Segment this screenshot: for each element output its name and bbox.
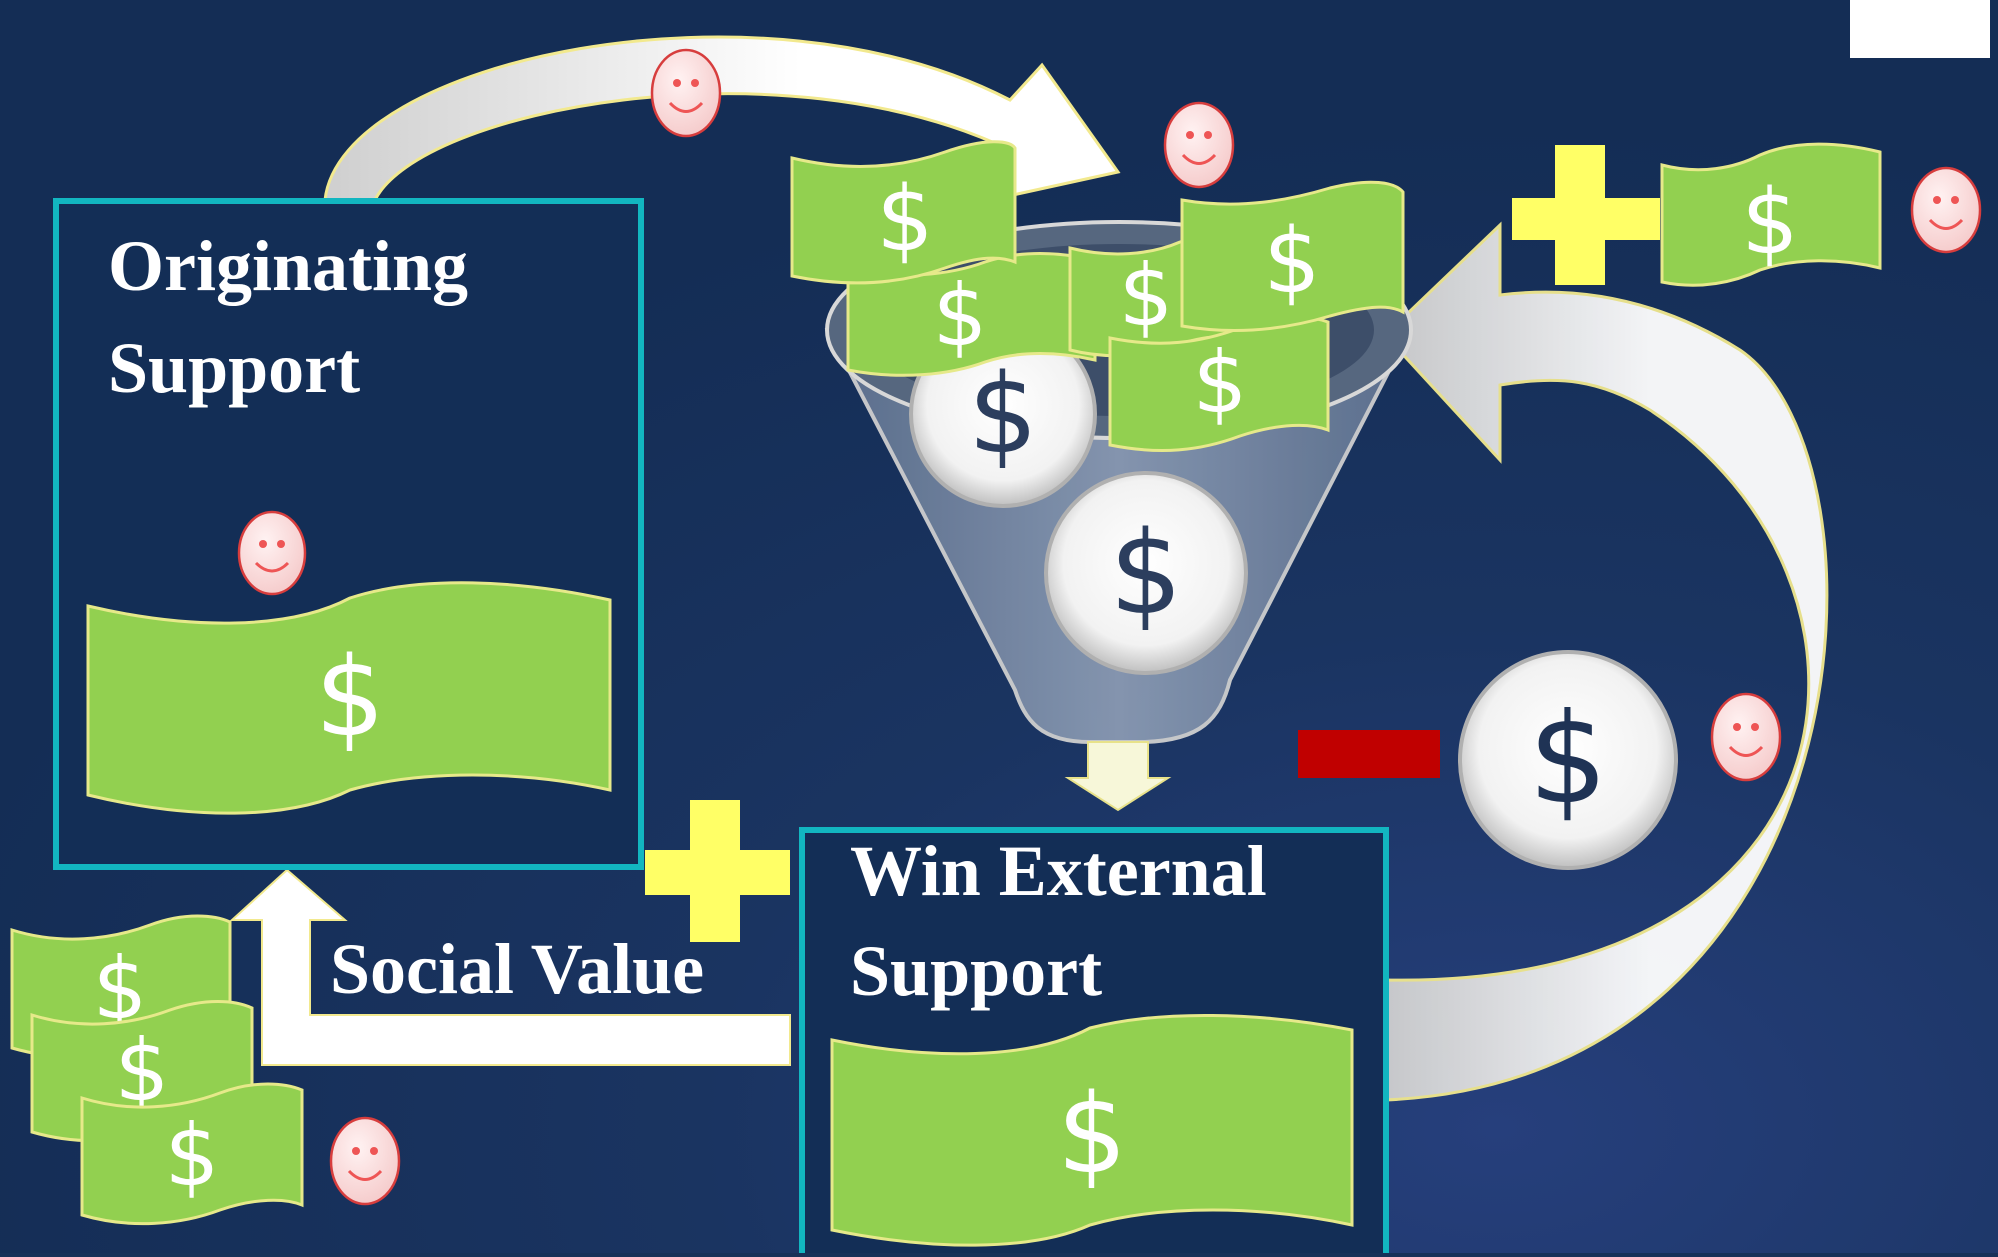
originating-title-line1: Originating (108, 226, 468, 306)
coin-dollar-sign: $ (968, 350, 1038, 478)
bill-dollar-sign: $ (115, 1021, 170, 1121)
plus-icon (1512, 145, 1660, 285)
down-arrow-from-funnel (1064, 741, 1172, 812)
dollar-bill-icon: $ (1180, 180, 1405, 333)
dollar-bill-icon: $ (830, 1013, 1354, 1247)
minus-icon (1298, 730, 1440, 778)
originating-title-line2: Support (108, 328, 360, 408)
curved-arrow-to-funnel (323, 35, 1121, 203)
bill-dollar-sign: $ (1263, 209, 1320, 314)
dollar-bill-icon: $ (846, 252, 1097, 377)
dollar-bill-icon: $ (790, 140, 1017, 285)
coin-dollar-sign: $ (1528, 687, 1608, 832)
dollar-coin-icon: $ (1458, 650, 1678, 870)
external-title-line2: Support (850, 931, 1102, 1011)
smiley-face-icon (1910, 166, 1982, 254)
dollar-bill-icon: $ (86, 581, 612, 815)
smiley-face-icon (650, 48, 722, 138)
corner-white-tab (1850, 0, 1990, 58)
social-value-arrow (229, 868, 791, 1066)
smiley-face-icon (329, 1116, 401, 1206)
bill-dollar-sign: $ (876, 167, 933, 272)
bill-dollar-sign: $ (315, 633, 385, 761)
curved-arrow-return-to-funnel (1382, 221, 1829, 1102)
smiley-face-icon (237, 510, 307, 596)
bill-dollar-sign: $ (933, 266, 988, 366)
bill-dollar-sign: $ (165, 1106, 220, 1206)
external-support-box: Win External Support $ (799, 827, 1389, 1257)
bill-dollar-sign: $ (1193, 333, 1248, 433)
dollar-bill-icon: $ (80, 1082, 304, 1226)
dollar-bill-icon: $ (1660, 142, 1882, 287)
external-title-line1: Win External (850, 831, 1267, 911)
dollar-bill-icon: $ (1108, 315, 1330, 452)
smiley-face-icon (1710, 692, 1782, 782)
originating-support-box: Originating Support $ (53, 198, 644, 870)
dollar-coin-icon: $ (1044, 471, 1248, 675)
social-value-label: Social Value (330, 929, 704, 1009)
bill-dollar-sign: $ (1741, 170, 1798, 275)
plus-icon (645, 800, 790, 942)
bill-dollar-sign: $ (1119, 246, 1174, 346)
bill-dollar-sign: $ (1057, 1070, 1127, 1198)
smiley-face-icon (1163, 101, 1235, 189)
coin-dollar-sign: $ (1109, 507, 1182, 641)
